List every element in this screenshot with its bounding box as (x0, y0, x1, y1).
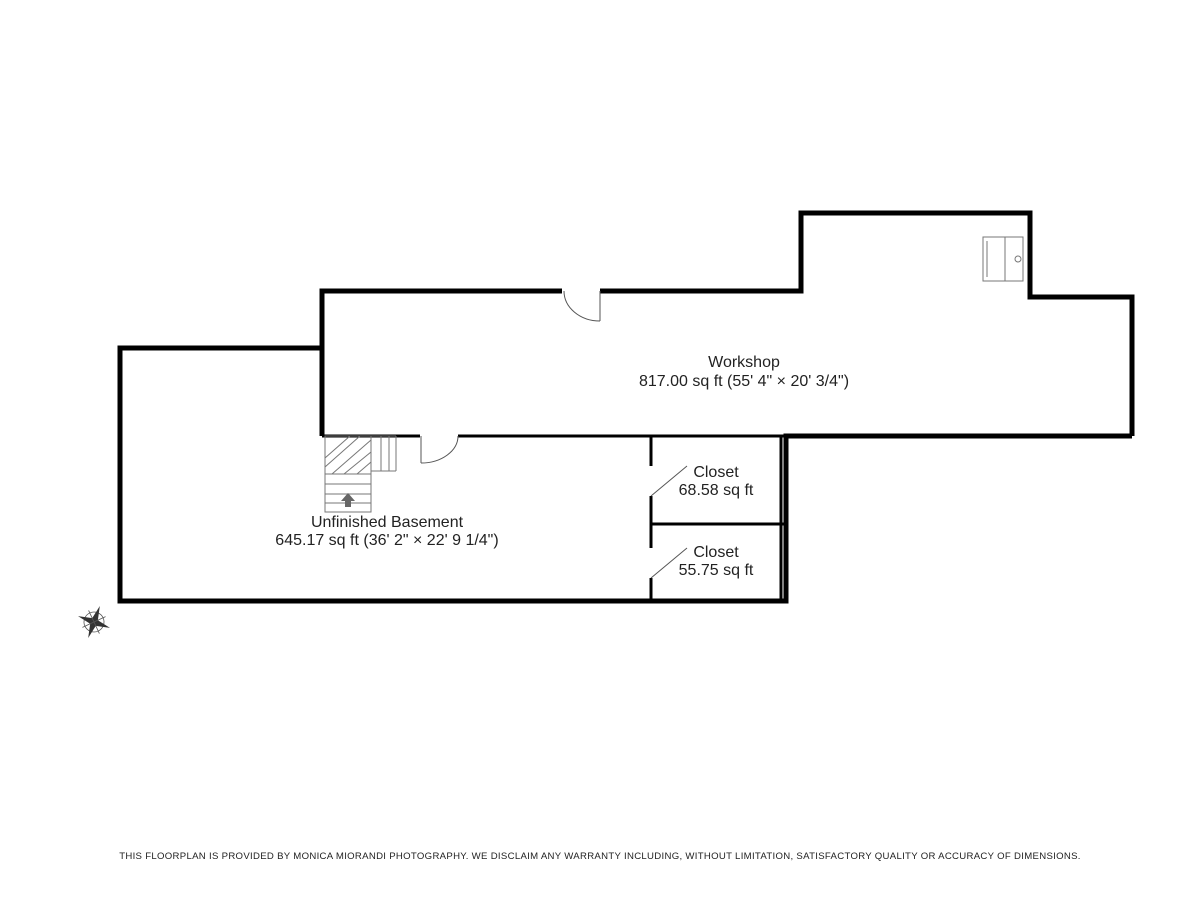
doors (420, 287, 688, 579)
basement-door (420, 432, 459, 464)
utility-sink-icon (982, 236, 1024, 282)
room-labels: Workshop 817.00 sq ft (55' 4" × 20' 3/4"… (275, 354, 849, 579)
closet-lower-area: 55.75 sq ft (679, 562, 754, 579)
closet-upper-door (647, 465, 688, 497)
up-arrow-icon (341, 493, 355, 507)
workshop-name: Workshop (708, 354, 780, 371)
closet-upper-name: Closet (693, 464, 739, 481)
workshop-area: 817.00 sq ft (55' 4" × 20' 3/4") (639, 373, 849, 390)
basement-wall-outline (117, 345, 1132, 604)
compass-rose-icon (78, 606, 110, 638)
closet-lower-door (647, 547, 688, 579)
disclaimer-text: THIS FLOORPLAN IS PROVIDED BY MONICA MIO… (119, 851, 1081, 862)
basement-area: 645.17 sq ft (36' 2" × 22' 9 1/4") (275, 532, 498, 549)
closet-upper-area: 68.58 sq ft (679, 482, 754, 499)
closet-lower-name: Closet (693, 544, 739, 561)
workshop-top-door (562, 287, 601, 322)
interior-walls (322, 434, 786, 601)
staircase-icon (324, 435, 397, 513)
workshop-wall-outline (319, 210, 1135, 436)
basement-name: Unfinished Basement (311, 514, 464, 531)
exterior-walls (117, 210, 1135, 604)
